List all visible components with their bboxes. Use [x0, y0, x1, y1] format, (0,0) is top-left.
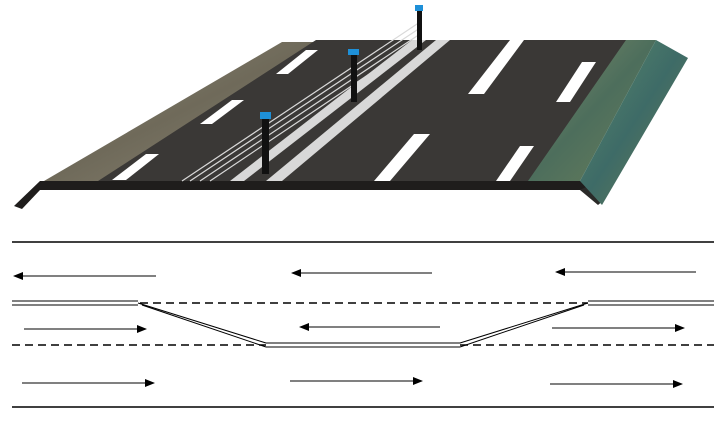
lower-double-line-center: [266, 342, 460, 348]
lane-arrows: [13, 268, 696, 388]
upper-double-line-right: [588, 300, 714, 306]
barrier-post-middle: [348, 49, 359, 102]
left-lane-dashes: [112, 50, 318, 180]
right-taper-line: [459, 302, 589, 348]
median-strip-outer: [266, 40, 450, 181]
barrier-post-back: [415, 5, 423, 50]
barrier-post-front: [260, 112, 271, 174]
road-slab-edge: [40, 181, 598, 190]
left-taper-line: [137, 302, 267, 348]
median-strip: [230, 40, 426, 181]
right-shoulder: [528, 40, 656, 181]
left-embankment-edge: [14, 181, 40, 209]
right-lane-dashes: [374, 40, 596, 181]
road-perspective-view: [14, 5, 688, 209]
left-shoulder: [44, 42, 318, 181]
right-embankment-face: [580, 40, 688, 205]
cable-barrier: [181, 21, 421, 182]
upper-double-line-left: [12, 300, 138, 306]
